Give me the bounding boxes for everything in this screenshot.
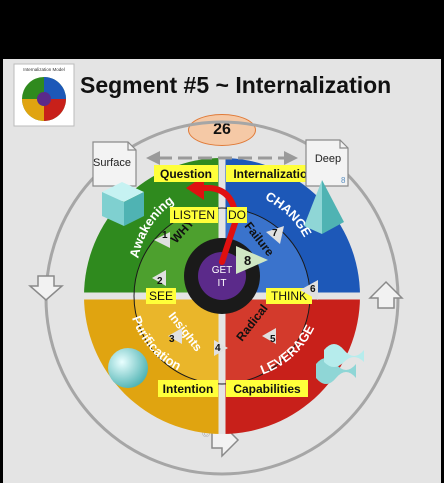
label-question: Question [160,167,212,181]
wave-icon [316,344,364,384]
step-7: 7 [272,228,278,239]
ring-arrow-left-icon [28,275,64,301]
step-3: 3 [169,334,175,345]
label-capabilities: Capabilities [233,382,301,396]
label-internalization: Internalization [233,167,314,181]
ring-arrow-right-icon [368,280,404,309]
slide-number-badge: 26 [188,114,256,146]
inner-band-red [222,296,310,384]
step-5: 5 [270,334,276,345]
step-2: 2 [157,276,163,287]
cube-icon [102,182,144,226]
step-6: 6 [310,284,316,295]
model-thumbnail: Internalization Model [13,63,75,127]
label-see: SEE [149,289,173,303]
slide-title: Segment #5 ~ Internalization [80,72,392,98]
label-deep-sub: 8 [341,176,346,185]
center-label-get: GET [212,265,233,276]
copyright-mark: © [202,428,210,440]
label-deep: Deep [315,153,341,165]
step-4: 4 [215,343,221,354]
step-markers: 1 2 3 4 5 6 7 8 [152,226,318,356]
pyramid-icon [304,180,344,234]
step-8: 8 [244,253,251,268]
svg-text:Internalization Model: Internalization Model [23,67,65,72]
label-think: THINK [271,289,307,303]
sphere-icon [108,348,148,388]
center-label-it: IT [218,278,227,289]
depth-axis: Surface Deep 8 [92,139,349,187]
center-get-it [198,252,246,300]
step-1: 1 [162,230,168,241]
label-listen: LISTEN [173,208,215,222]
label-intention: Intention [163,382,214,396]
label-do: DO [228,208,246,222]
label-surface: Surface [93,157,131,169]
